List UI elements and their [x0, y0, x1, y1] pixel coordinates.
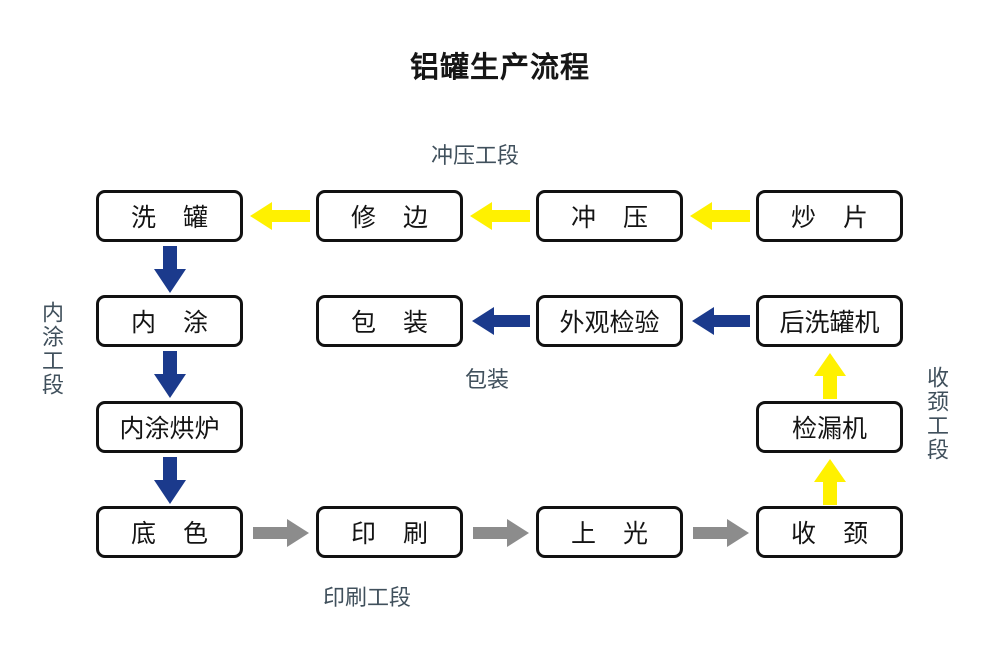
arrow-wash-to-inner-coat-icon: [152, 246, 188, 293]
arrow-oven-to-base-coat-icon: [152, 457, 188, 504]
node-stamping[interactable]: 冲 压: [536, 190, 683, 242]
arrow-post-washer-to-inspection-icon: [692, 305, 750, 337]
node-wash-can[interactable]: 洗 罐: [96, 190, 243, 242]
arrow-inner-coat-to-oven-icon: [152, 351, 188, 398]
node-blank[interactable]: 炒 片: [756, 190, 903, 242]
node-appearance-inspection[interactable]: 外观检验: [536, 295, 683, 347]
node-varnish[interactable]: 上 光: [536, 506, 683, 558]
node-inner-coat-oven[interactable]: 内涂烘炉: [96, 401, 243, 453]
section-label-printing: 印刷工段: [323, 585, 412, 610]
node-packaging[interactable]: 包 装: [316, 295, 463, 347]
section-label-necking: 收颈工段: [924, 366, 949, 462]
node-necking[interactable]: 收 颈: [756, 506, 903, 558]
section-label-inner-coating: 内涂工段: [39, 301, 64, 397]
node-base-coat[interactable]: 底 色: [96, 506, 243, 558]
section-label-stamping: 冲压工段: [431, 143, 520, 168]
node-printing[interactable]: 印 刷: [316, 506, 463, 558]
arrow-necking-to-leak-tester-icon: [812, 459, 848, 505]
node-leak-tester[interactable]: 检漏机: [756, 401, 903, 453]
page-title: 铝罐生产流程: [409, 52, 590, 84]
node-inner-coat[interactable]: 内 涂: [96, 295, 243, 347]
arrow-printing-to-varnish-icon: [473, 518, 529, 548]
arrow-leak-tester-to-post-washer-icon: [812, 353, 848, 399]
node-trim[interactable]: 修 边: [316, 190, 463, 242]
arrow-inspection-to-packaging-icon: [472, 305, 530, 337]
arrow-stamping-to-trim-icon: [470, 200, 530, 232]
section-label-packaging: 包装: [465, 367, 510, 392]
node-post-washer[interactable]: 后洗罐机: [756, 295, 903, 347]
arrow-varnish-to-necking-icon: [693, 518, 749, 548]
arrow-base-coat-to-printing-icon: [253, 518, 309, 548]
arrow-trim-to-wash-icon: [250, 200, 310, 232]
arrow-blank-to-stamping-icon: [690, 200, 750, 232]
